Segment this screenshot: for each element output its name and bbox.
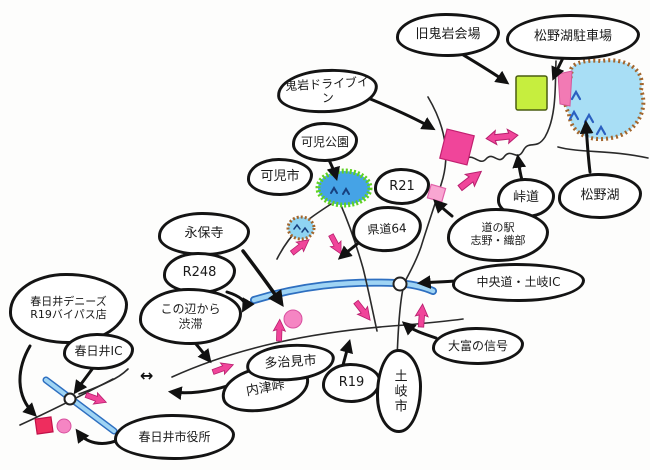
r21-junction-square: [426, 183, 447, 203]
oniiwa-drive-in-square: [439, 128, 475, 166]
pink-arrow-kasugai-e: [84, 391, 108, 405]
balloon-label: 旧鬼岩会場: [415, 27, 481, 43]
kasugai-expressway: [42, 376, 118, 435]
balloon-matsunoko-chushajo: 松野湖駐車場: [506, 14, 640, 60]
pink-arrow-tajimi-up: [272, 318, 287, 342]
balloon-r248: R248: [163, 252, 236, 294]
road-under-lake: [557, 146, 649, 159]
balloon-label: 中央道・土岐IC: [476, 275, 561, 290]
arrow-r248: [225, 290, 255, 313]
balloon-label: 春日井デニーズ R19バイパス店: [30, 294, 107, 321]
arrow-drive-in: [366, 96, 436, 131]
kani-pond-water-marks: [330, 186, 350, 195]
balloon-label: 峠道: [512, 190, 539, 206]
balloon-label: 道の駅 志野・織部: [470, 221, 526, 247]
balloon-label: 県道64: [367, 220, 407, 237]
pink-double-arrow-lake-road: [485, 128, 519, 146]
arrow-utsutsu-toge: [167, 384, 229, 401]
balloon-r21: R21: [374, 168, 430, 205]
road-ic-to-gap: [78, 368, 129, 395]
balloon-otomi-no-shingo: 大富の信号: [432, 327, 524, 365]
road-gap-symbol: ↔: [140, 366, 154, 385]
balloon-label: 鬼岩ドライブイン: [284, 74, 370, 106]
arrow-otomi: [401, 321, 438, 340]
balloon-label: 可児市: [260, 169, 300, 185]
pink-arrow-northeast-oniiwa: [457, 170, 483, 192]
arrow-matsunoko: [579, 119, 594, 174]
road-main-r19: [171, 318, 464, 378]
balloon-label: 多治見市: [264, 353, 317, 372]
balloon-kasugai-shiyakusho: 春日井市役所: [114, 414, 235, 460]
balloon-kasugai-dennys: 春日井デニーズ R19バイパス店: [9, 273, 128, 344]
balloon-toki-shi: 土岐市: [376, 349, 422, 433]
small-pond-water-marks: [293, 223, 309, 233]
arrow-dennys: [18, 344, 37, 417]
balloon-eihoji: 永保寺: [158, 212, 250, 256]
arrow-city-hall: [75, 428, 120, 445]
pink-arrow-expressway-down: [353, 299, 371, 321]
balloon-label: R248: [182, 265, 217, 281]
lakeside-pink-square: [557, 70, 573, 107]
arrow-kasugai-ic: [73, 366, 95, 395]
city-hall-pink-circle: [56, 418, 72, 434]
matsuno-lake: [562, 58, 646, 141]
pink-arrow-utsutsu-ne: [211, 362, 235, 376]
balloon-chuodo-toki-ic: 中央道・土岐IC: [452, 263, 585, 302]
small-pond: [286, 215, 316, 241]
balloon-label: 大富の信号: [447, 338, 508, 353]
arrow-toge-michi: [512, 153, 527, 182]
pink-arrow-toki-up: [414, 303, 429, 328]
balloon-label: R19: [338, 375, 365, 391]
balloon-label: 可児公園: [300, 134, 349, 149]
balloon-label: 春日井IC: [74, 344, 123, 359]
balloon-kono-hen-jutai: この辺から 渋滞: [139, 288, 242, 345]
arrow-kono-hen: [194, 342, 212, 364]
arrow-r19: [339, 339, 353, 367]
arrow-michi-no-eki: [433, 199, 454, 218]
tajimi-pink-circle: [283, 309, 303, 329]
pink-arrow-small-pond-ne: [289, 239, 310, 256]
balloon-label: 松野湖: [580, 188, 620, 204]
balloon-label: 春日井市役所: [138, 429, 211, 444]
lake-water-marks: [568, 89, 607, 136]
balloon-kani-shi: 可児市: [247, 158, 313, 196]
balloon-michi-no-eki: 道の駅 志野・織部: [447, 208, 549, 262]
arrow-chuodo-toki-ic: [416, 275, 457, 289]
kasugai-interchange-circle: [63, 392, 77, 406]
balloon-matsunoko: 松野湖: [558, 173, 642, 219]
balloon-r19: R19: [322, 363, 381, 403]
balloon-label: 永保寺: [184, 226, 224, 242]
road-kani-south: [339, 202, 378, 332]
balloon-kani-koen: 可児公園: [292, 122, 358, 162]
city-hall-red-square: [34, 416, 54, 435]
balloon-label: 土岐市: [391, 368, 407, 414]
kani-park-pond: [315, 168, 373, 208]
balloon-label: R21: [389, 178, 415, 194]
parking-lot-square: [515, 75, 548, 111]
toki-interchange-circle: [392, 276, 408, 292]
balloon-label: 松野湖駐車場: [533, 29, 612, 45]
balloon-kyu-oniiwa-kaijo: 旧鬼岩会場: [396, 13, 500, 57]
pink-route-arrows: [84, 128, 519, 405]
balloon-kasugai-ic: 春日井IC: [63, 333, 134, 370]
balloon-label: この辺から 渋滞: [160, 302, 221, 331]
arrow-eihoji: [241, 249, 284, 307]
